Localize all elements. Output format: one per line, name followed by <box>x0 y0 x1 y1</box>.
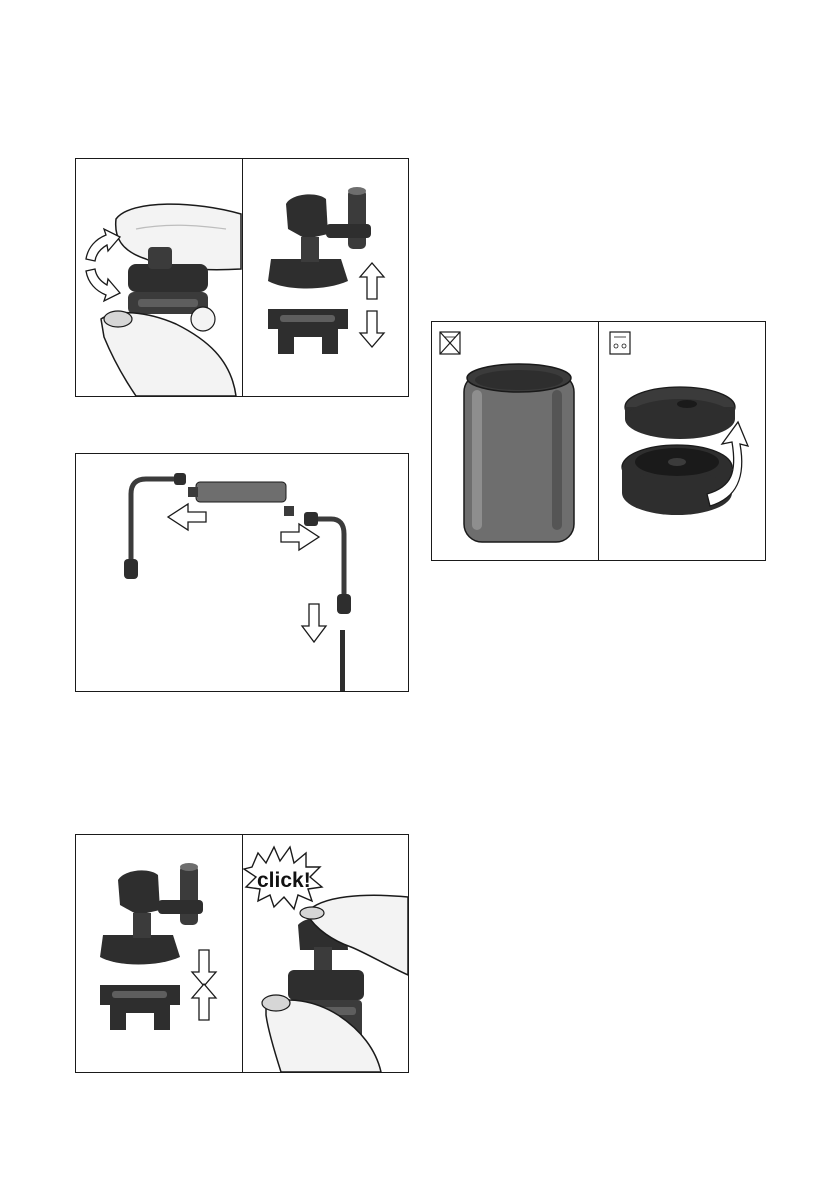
arrow-up-icon <box>192 984 216 1020</box>
lid-top <box>625 387 735 439</box>
figure-tube-disassembly <box>75 453 409 692</box>
nozzle-top-part <box>268 187 371 289</box>
nozzle-base-part <box>100 985 180 1030</box>
arrow-down-icon <box>360 311 384 347</box>
dishwasher-safe-icon <box>610 332 630 354</box>
hand-bottom <box>262 995 381 1072</box>
tube-lower-segment <box>340 630 345 691</box>
arrow-left-icon <box>168 504 206 530</box>
arrow-up-icon <box>360 263 384 299</box>
figure-reassemble-nozzle: click! <box>75 834 409 1073</box>
arrow-right-icon <box>281 524 319 550</box>
nozzle-top-part <box>100 863 203 965</box>
rotate-down-arrow-icon <box>86 269 120 301</box>
figure-dishwasher-guidance <box>431 321 766 561</box>
rotate-up-arrow-icon <box>86 229 120 261</box>
arrow-down-icon <box>192 950 216 986</box>
tube-right <box>304 512 351 614</box>
connector-piece <box>188 482 294 516</box>
panel-divider <box>242 835 243 1072</box>
nozzle-base-part <box>268 309 348 354</box>
click-burst: click! <box>244 847 322 909</box>
figure-remove-nozzle <box>75 158 409 397</box>
dishwasher-crossed-icon <box>440 332 460 354</box>
click-label: click! <box>257 869 311 892</box>
milk-container <box>464 364 574 542</box>
arrow-down-icon <box>302 604 326 642</box>
tube-illustration <box>76 454 408 691</box>
panel-divider <box>242 159 243 396</box>
panel-divider <box>598 322 599 560</box>
tube-left <box>124 473 186 579</box>
hand-bottom <box>101 311 236 396</box>
hand-top <box>116 204 241 270</box>
